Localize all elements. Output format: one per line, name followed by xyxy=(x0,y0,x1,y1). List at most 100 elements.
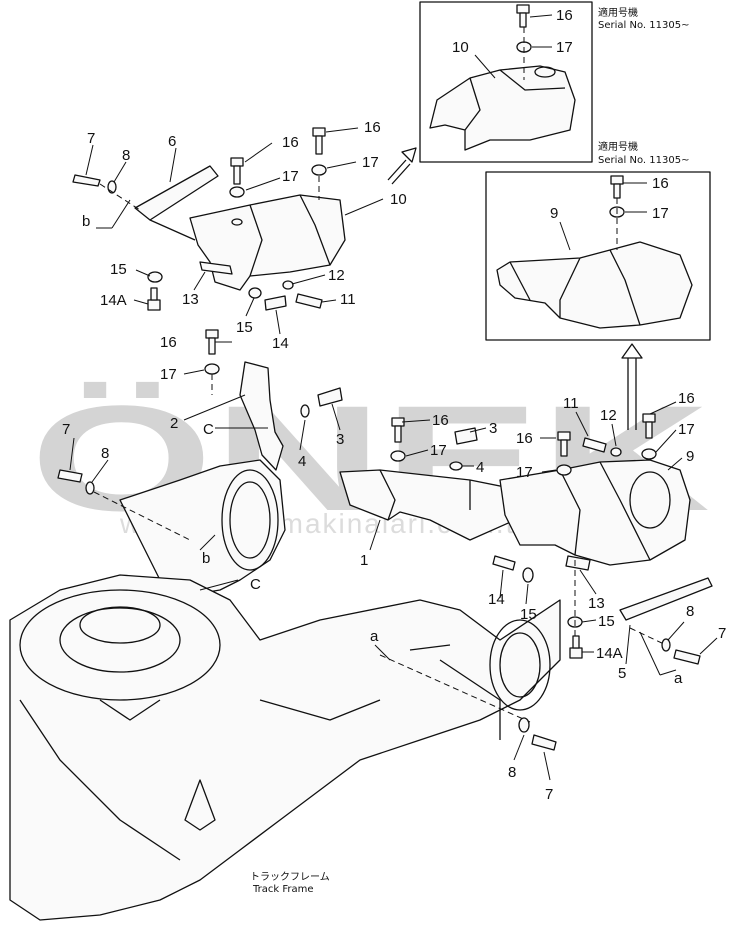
washer-15-upper xyxy=(147,271,163,283)
callout-16-upper-a: 16 xyxy=(282,134,299,151)
arrow-to-inset-bottom xyxy=(621,343,643,430)
washer-8-right xyxy=(661,638,671,652)
callout-11-right: 11 xyxy=(563,395,579,412)
bolt-14-right xyxy=(492,555,516,571)
label-17-inset-bottom: 17 xyxy=(652,205,669,222)
inset-bottom-frame xyxy=(485,171,711,341)
bolt-16-mid xyxy=(205,329,219,355)
washer-17-right-c xyxy=(641,448,657,460)
callout-labels: 7 8 6 16 16 17 17 10 b 15 14A 13 12 11 1… xyxy=(62,119,726,803)
label-16-inset-top: 16 xyxy=(556,7,573,24)
callout-13-upper: 13 xyxy=(182,291,199,308)
track-frame-label-jp: トラックフレーム xyxy=(250,871,330,883)
bolt-7-bottom xyxy=(531,734,557,751)
cover-10-inset xyxy=(429,65,576,151)
lower-left-housing xyxy=(9,437,561,921)
washer-17-right-b xyxy=(556,464,572,476)
bracket-6 xyxy=(134,165,219,221)
callout-16-mid-label: 16 xyxy=(160,334,177,351)
washer-4-right xyxy=(449,461,463,471)
callout-12-right: 12 xyxy=(600,407,617,424)
washer-12-upper xyxy=(282,280,294,290)
washer-12-right xyxy=(610,447,622,457)
bolt-16-right-b xyxy=(557,431,571,457)
bolt-16-inset-bottom xyxy=(610,175,624,199)
callout-16-right-c: 16 xyxy=(678,390,695,407)
callout-C-mid: C xyxy=(203,421,214,438)
bracket-5 xyxy=(619,577,713,621)
callout-4-mid: 4 xyxy=(298,453,306,470)
label-10-inset-top: 10 xyxy=(452,39,469,56)
cover-1 xyxy=(339,469,516,541)
callout-16-upper-b: 16 xyxy=(364,119,381,136)
bolt-16-upper-right xyxy=(312,127,326,155)
inset-top-frame xyxy=(419,1,593,163)
callout-15-upper-b: 15 xyxy=(236,319,253,336)
callout-b-lower: b xyxy=(202,550,210,567)
right-assembly xyxy=(339,413,713,665)
callout-16-right-a: 16 xyxy=(432,412,449,429)
plate-13-upper xyxy=(199,261,233,275)
callout-10: 10 xyxy=(390,191,407,208)
callout-7-upper: 7 xyxy=(87,130,95,147)
washer-17-upper xyxy=(229,186,245,198)
callout-5: 5 xyxy=(618,665,626,682)
bolt-7-upper xyxy=(72,174,101,187)
callout-7-left: 7 xyxy=(62,421,70,438)
callout-12-upper: 12 xyxy=(328,267,345,284)
bolt-14A-upper xyxy=(147,299,161,311)
serial-text-top: Serial No. 11305~ xyxy=(598,20,689,31)
inset-top: 16 17 10 xyxy=(419,1,593,163)
leaders-right xyxy=(369,401,718,676)
callout-14A-upper: 14A xyxy=(100,292,127,309)
bolt-7-right xyxy=(673,649,701,665)
callout-b-upper: b xyxy=(82,213,90,230)
callout-14-right: 14 xyxy=(488,591,505,608)
callout-4-right: 4 xyxy=(476,459,484,476)
callout-3-mid: 3 xyxy=(336,431,344,448)
label-9-inset-bottom: 9 xyxy=(550,205,558,222)
callout-15-right: 15 xyxy=(520,606,537,623)
cover-9-inset xyxy=(496,241,693,329)
callout-8-left: 8 xyxy=(101,445,109,462)
bolt-16-upper xyxy=(230,157,244,185)
bolt-11-upper xyxy=(295,293,323,309)
callout-14-upper: 14 xyxy=(272,335,289,352)
bolt-14-upper xyxy=(264,295,287,311)
callout-6: 6 xyxy=(168,133,176,150)
callout-9: 9 xyxy=(686,448,694,465)
label-17-inset-top: 17 xyxy=(556,39,573,56)
bracket-2 xyxy=(239,361,284,471)
washer-4-mid xyxy=(300,404,310,418)
washer-8-upper xyxy=(107,180,117,194)
callout-17-right-b: 17 xyxy=(516,464,533,481)
callout-7-bottom: 7 xyxy=(545,786,553,803)
washer-8-bottom xyxy=(518,717,530,733)
washer-17-upper-right xyxy=(311,164,327,176)
bolt-3-mid xyxy=(317,387,343,407)
washer-15-right xyxy=(522,567,534,583)
bolt-16-right-c xyxy=(642,413,656,439)
callout-C-lower: C xyxy=(250,576,261,593)
callout-17-mid: 17 xyxy=(160,366,177,383)
callout-7-right: 7 xyxy=(718,625,726,642)
label-16-inset-bottom: 16 xyxy=(652,175,669,192)
callout-2: 2 xyxy=(170,415,178,432)
bolt-16-inset-top xyxy=(516,4,530,28)
callout-14A-right: 14A xyxy=(596,645,623,662)
washer-8-lower-left xyxy=(85,481,95,495)
leaders-upper-left xyxy=(85,127,384,335)
callout-15-right-b: 15 xyxy=(598,613,615,630)
callout-1: 1 xyxy=(360,552,368,569)
upper-left-assembly xyxy=(72,127,346,311)
callout-3-right: 3 xyxy=(489,420,497,437)
callout-8-right: 8 xyxy=(686,603,694,620)
callout-16-right-b: 16 xyxy=(516,430,533,447)
arrow-to-inset-top xyxy=(387,147,417,185)
washer-17-right-a xyxy=(390,450,406,462)
cover-9-main xyxy=(499,459,691,566)
track-frame xyxy=(9,574,561,921)
washer-15-lower xyxy=(248,287,262,299)
inset-bottom: 16 17 9 xyxy=(485,171,711,341)
